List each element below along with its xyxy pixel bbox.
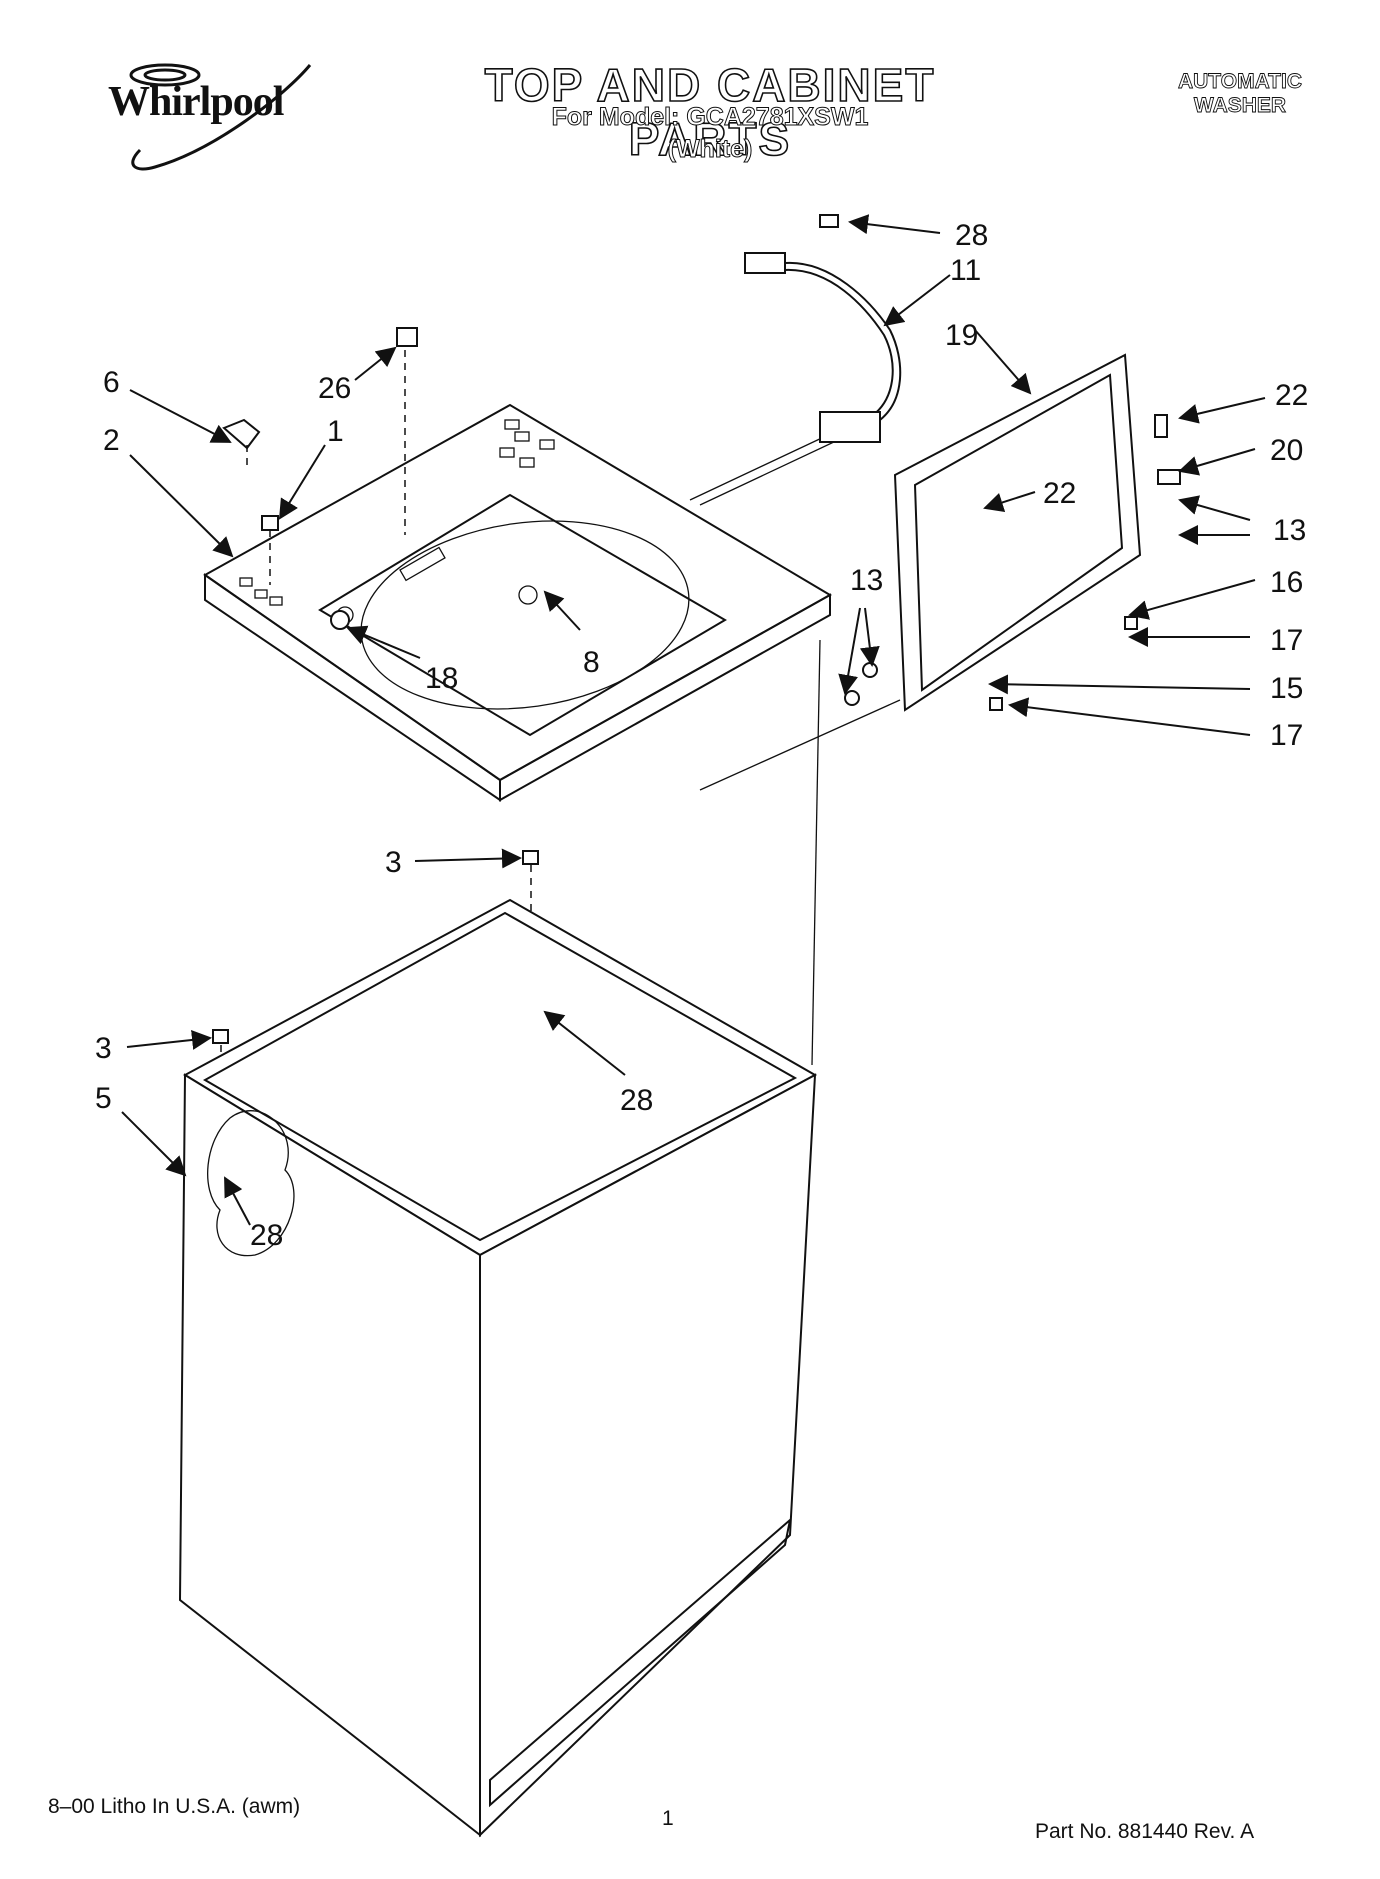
callout-labels: 28 11 19 22 20 22 13 16 17 15 17 13 6 26… [95, 219, 1308, 1252]
callout-28-cabinet: 28 [250, 1219, 283, 1252]
model-line: For Model: GCA2781XSW1 [551, 103, 869, 132]
console-back-panel [689, 353, 1142, 712]
callout-22-right: 22 [1275, 379, 1308, 412]
callout-3-lower: 3 [95, 1032, 112, 1065]
footer-litho: 8–00 Litho In U.S.A. (awm) [48, 1795, 301, 1818]
wire-harness [744, 252, 902, 443]
product-type-line2: WASHER [1193, 94, 1287, 118]
product-type: AUTOMATIC WASHER [1140, 70, 1340, 118]
callout-20: 20 [1270, 434, 1303, 467]
footer-part-number: Part No. 881440 Rev. A [1035, 1820, 1255, 1843]
whirlpool-logo [129, 63, 312, 171]
callout-5: 5 [95, 1082, 112, 1115]
page-title: TOP AND CABINET PARTS [484, 58, 936, 166]
product-type-line1: AUTOMATIC [1177, 70, 1303, 94]
callout-13-left: 13 [850, 564, 883, 597]
callout-13-right: 13 [1273, 514, 1306, 547]
callout-26: 26 [318, 372, 351, 405]
callout-28-top: 28 [955, 219, 988, 252]
callout-18: 18 [425, 662, 458, 695]
callout-16: 16 [1270, 566, 1303, 599]
callout-2: 2 [103, 424, 120, 457]
footer-page-number: 1 [662, 1807, 674, 1830]
callout-6: 6 [103, 366, 120, 399]
callout-1: 1 [327, 415, 344, 448]
callout-17-lower: 17 [1270, 719, 1303, 752]
callout-15: 15 [1270, 672, 1303, 705]
callout-19: 19 [945, 319, 978, 352]
leader-arrows [121, 214, 1266, 1226]
model-color: (White) [667, 135, 753, 164]
washer-cabinet [178, 898, 818, 1838]
callout-8: 8 [583, 646, 600, 679]
callout-3-upper: 3 [385, 846, 402, 879]
callout-17-upper: 17 [1270, 624, 1303, 657]
callout-11: 11 [950, 254, 981, 287]
callout-22-inner: 22 [1043, 477, 1076, 510]
callout-28-middle: 28 [620, 1084, 653, 1117]
brand-logo-text: Whirlpool [108, 79, 284, 125]
washer-top-panel [203, 403, 833, 802]
alignment-lines [220, 350, 901, 1080]
